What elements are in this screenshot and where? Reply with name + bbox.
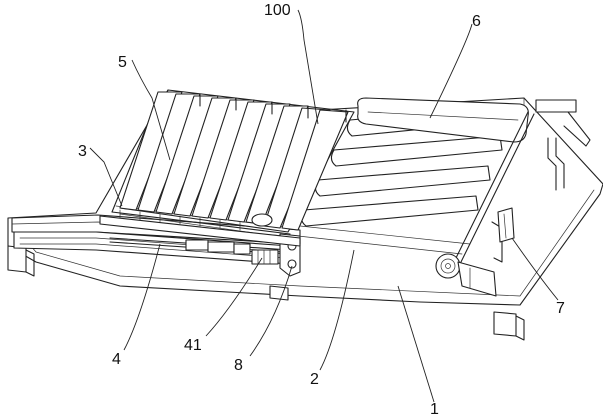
- label-4: 4: [112, 351, 121, 368]
- sensor-plate: [498, 208, 514, 242]
- label-100: 100: [264, 2, 291, 19]
- label-1: 1: [430, 401, 439, 416]
- leader-1: [398, 286, 434, 402]
- label-3: 3: [78, 143, 87, 160]
- label-7: 7: [556, 300, 565, 317]
- label-6: 6: [472, 13, 481, 30]
- label-8: 8: [234, 357, 243, 374]
- label-5: 5: [118, 54, 127, 71]
- label-2: 2: [310, 371, 319, 388]
- label-41: 41: [184, 337, 202, 354]
